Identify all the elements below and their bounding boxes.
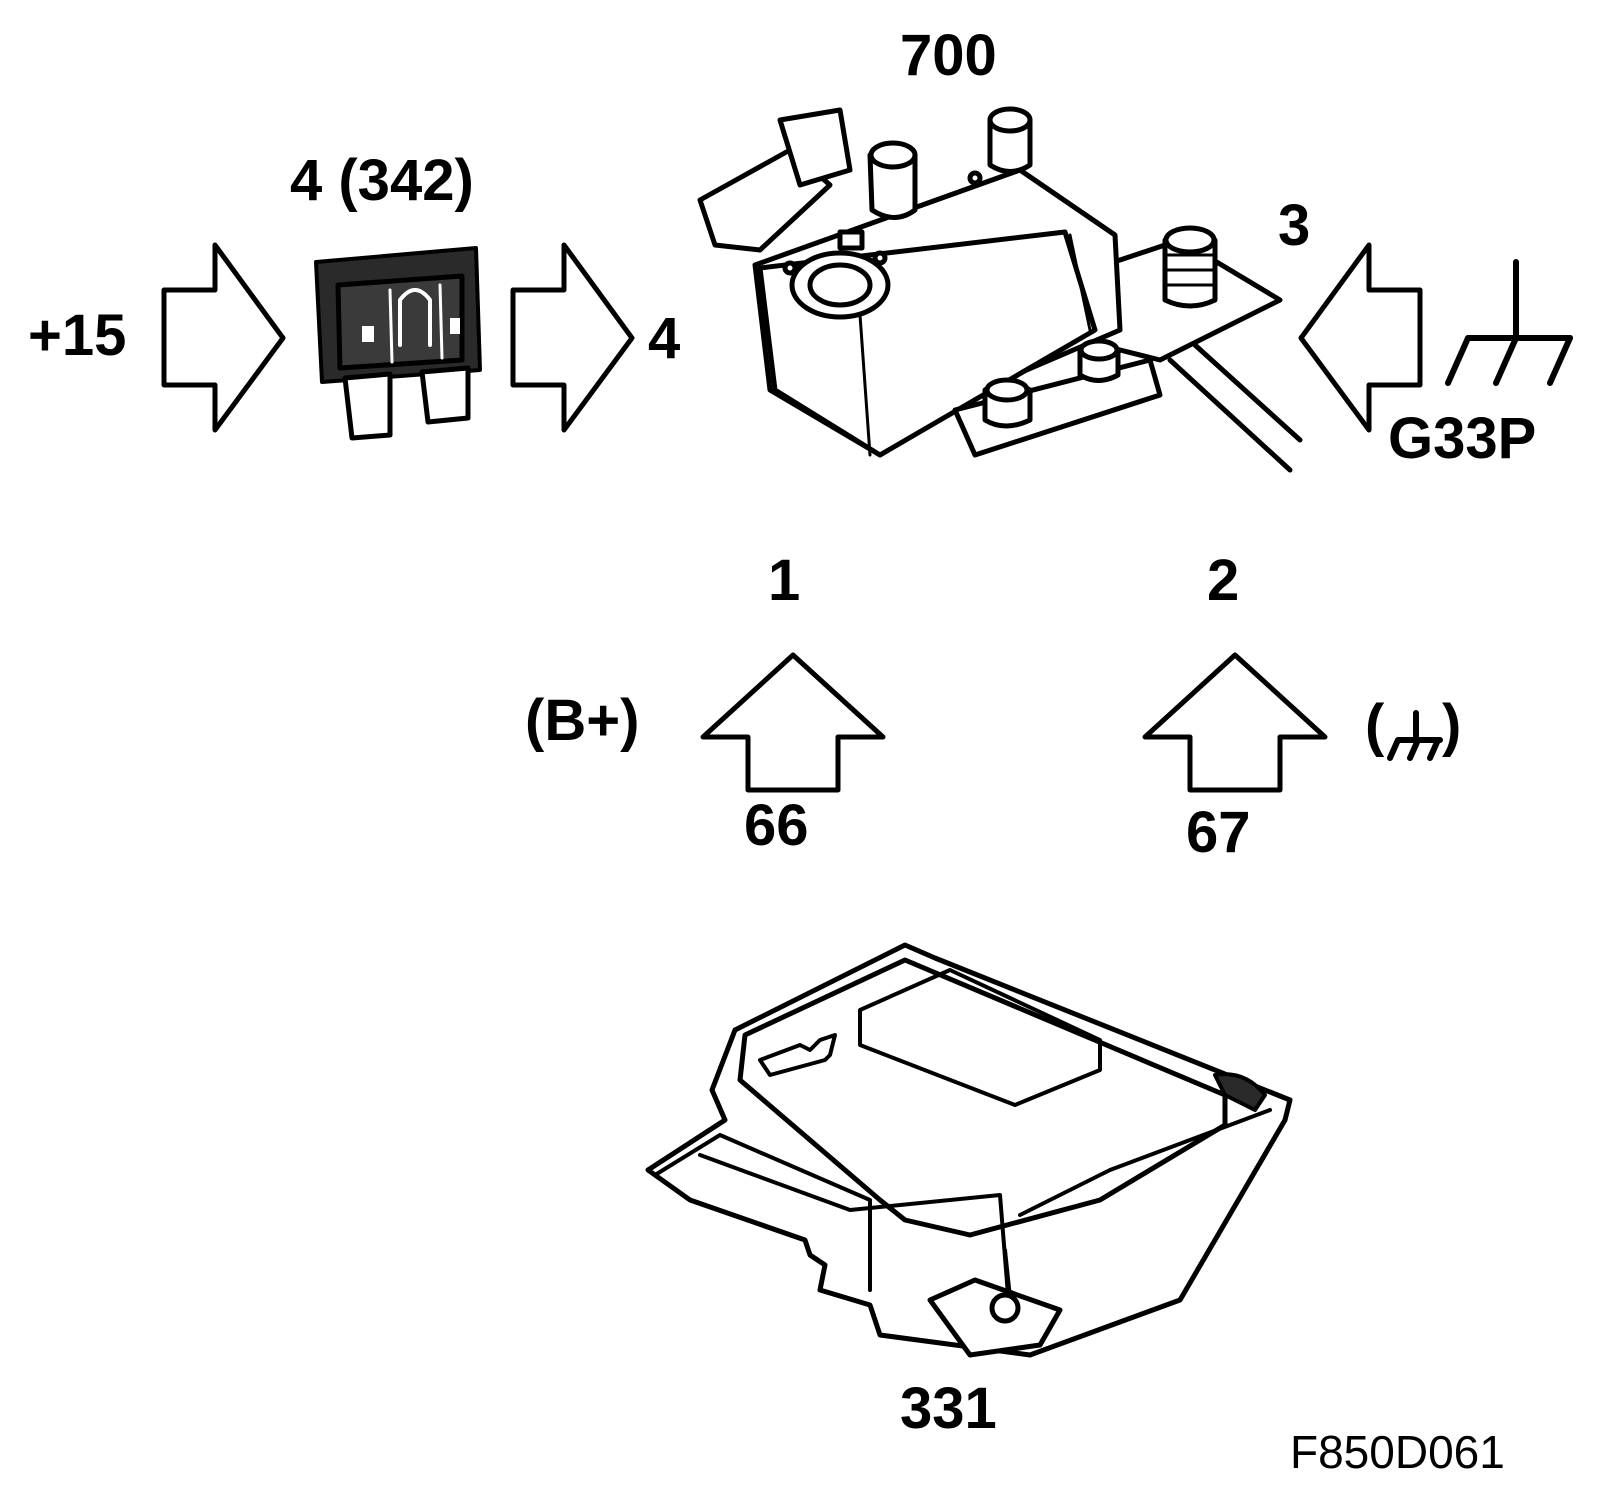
ground-paren-open: ( — [1365, 693, 1385, 758]
wire-66-label: 66 — [744, 793, 809, 858]
pin-1-label: 1 — [768, 548, 800, 613]
block-arrow-icon — [700, 652, 886, 793]
component-700-label: 700 — [900, 23, 997, 88]
ground-symbol-icon — [1387, 710, 1443, 761]
block-arrow-icon — [1298, 242, 1423, 433]
component-331-label: 331 — [900, 1376, 997, 1441]
pin-in-label: 4 — [648, 306, 680, 371]
ground-paren-close: ) — [1442, 693, 1461, 758]
wire-67-label: 67 — [1186, 800, 1251, 865]
pin-2-label: 2 — [1207, 548, 1239, 613]
block-arrow-icon — [510, 242, 635, 433]
fuse-label: 4 (342) — [290, 148, 474, 213]
blade-fuse-icon — [314, 246, 482, 441]
block-arrow-icon — [161, 242, 286, 433]
control-unit-icon — [645, 942, 1293, 1358]
supply-label: +15 — [28, 303, 126, 368]
relay-module-icon — [697, 106, 1303, 473]
figure-ref-label: F850D061 — [1290, 1426, 1505, 1478]
pin-ground-label: 3 — [1278, 193, 1310, 258]
ground-point-label: G33P — [1388, 406, 1536, 471]
ground-symbol-icon — [1445, 259, 1573, 386]
block-arrow-icon — [1142, 652, 1328, 793]
battery-label: (B+) — [525, 688, 639, 753]
